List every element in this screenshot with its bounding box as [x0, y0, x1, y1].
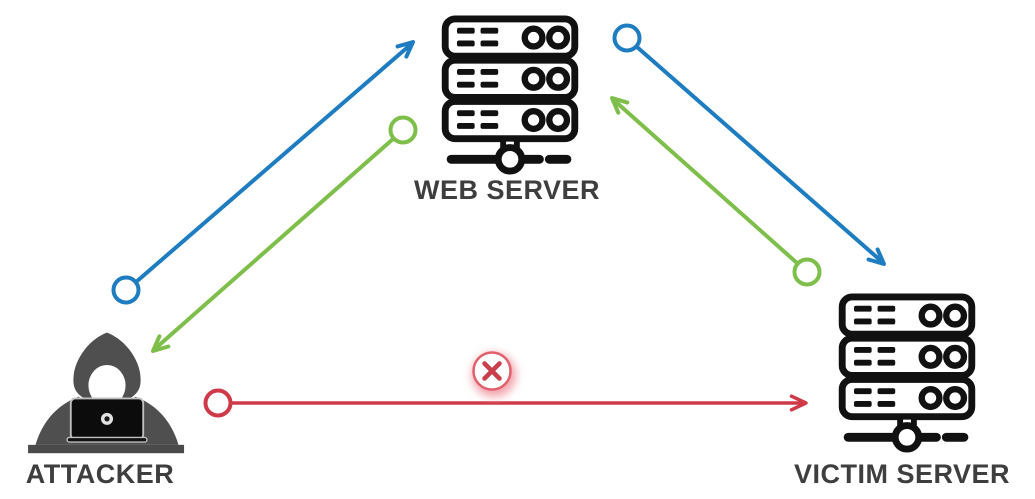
edge-web-server-to-victim-server	[612, 23, 886, 266]
edge-line	[134, 44, 411, 284]
arrowhead-icon	[789, 394, 808, 412]
arrowhead-icon	[151, 334, 171, 353]
attacker-icon	[28, 330, 185, 454]
arrowhead-icon	[610, 96, 630, 115]
blocked-x-icon	[472, 351, 516, 397]
laptop-logo-dot	[104, 416, 110, 422]
edge-line	[614, 100, 799, 265]
edge-line	[155, 137, 395, 349]
desk	[28, 444, 185, 454]
web-server-label: WEB SERVER	[413, 175, 601, 205]
laptop-base	[66, 436, 148, 443]
edge-origin-dot	[203, 388, 233, 418]
attacker-label: ATTACKER	[25, 459, 175, 489]
victim-server-icon	[838, 293, 976, 454]
edge-attacker-to-victim-server-blocked	[203, 388, 808, 418]
edge-line	[635, 45, 882, 262]
attacker-face	[88, 365, 126, 406]
edge-origin-dot	[792, 257, 822, 287]
arrowhead-icon	[866, 247, 886, 266]
x-badge-cross	[482, 361, 502, 381]
web-server-icon	[441, 15, 579, 176]
edge-victim-server-to-web-server	[610, 96, 822, 287]
edge-attacker-to-web-server	[111, 40, 415, 305]
victim-server-label: VICTIM SERVER	[793, 459, 1011, 489]
edge-origin-dot	[612, 23, 642, 53]
edge-origin-dot	[111, 275, 141, 305]
edge-origin-dot	[388, 115, 418, 145]
edge-web-server-to-attacker	[151, 115, 418, 353]
arrowhead-icon	[395, 40, 415, 59]
